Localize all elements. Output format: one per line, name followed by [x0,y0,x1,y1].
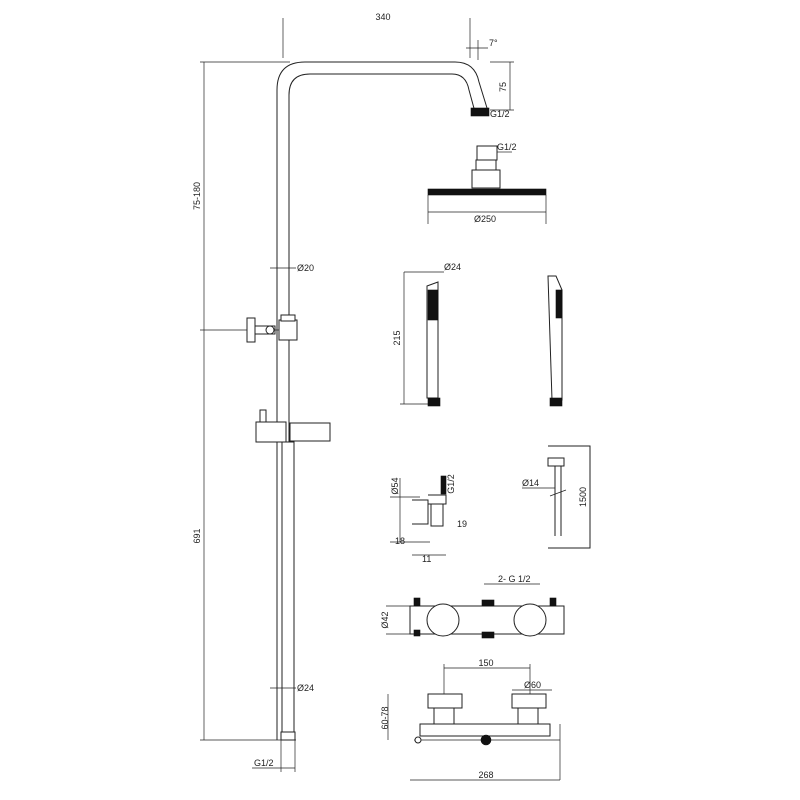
dim-elbow-11: 11 [422,554,431,564]
dim-column-diameter-top: Ø20 [297,263,314,273]
arm-outlet-nut [470,107,490,117]
shower-hose: Ø14 1500 [522,445,591,549]
dim-valve-diameter: Ø42 [380,611,390,628]
dim-arm-thread: G1/2 [490,109,510,119]
overhead-shower-head: G1/2 Ø250 [427,142,547,224]
hand-shower-holder[interactable] [255,409,331,443]
shower-column: 75-180 340 7° 75 G1/2 Ø20 691 [192,12,514,772]
dim-valve-depth: 60-78 [380,706,390,729]
dim-hose-length: 1500 [578,487,588,507]
dim-column-height-lower: 691 [192,528,202,543]
lower-column-tube [281,441,295,733]
hand-shower-side [547,275,563,407]
arm-inner-line [288,73,476,740]
dim-hand-shower-length: 215 [392,330,402,345]
dim-elbow-18: 18 [395,536,405,546]
dim-hose-diameter: Ø14 [522,478,539,488]
column-connector [278,319,298,341]
head-plate [427,188,547,196]
dim-arm-angle: 7° [489,38,498,48]
dim-head-thread: G1/2 [497,142,517,152]
hand-shower-front: Ø24 215 [392,262,461,407]
wall-elbow: Ø54 G1/2 19 18 11 [390,474,467,564]
valve-front-view: 2- G 1/2 Ø42 [380,574,565,639]
dim-hand-shower-diameter: Ø24 [444,262,461,272]
dim-valve-outlets: 2- G 1/2 [498,574,531,584]
inlet-fitting [280,731,296,741]
arm-outer-line [276,61,488,740]
dim-valve-width: 268 [478,770,493,780]
dim-elbow-diameter: Ø54 [390,477,400,494]
dim-arm-drop: 75 [498,82,508,92]
dim-column-height: 75-180 [192,182,202,210]
valve-top-view: 150 Ø60 60-78 268 [380,658,561,781]
diverter-handle[interactable] [246,317,276,343]
dim-inlet-thread: G1/2 [254,758,274,768]
dim-arm-length: 340 [375,12,390,22]
dim-valve-centers: 150 [478,658,493,668]
dim-column-diameter-bottom: Ø24 [297,683,314,693]
dim-valve-escutcheon: Ø60 [524,680,541,690]
dim-elbow-thread: G1/2 [446,474,456,494]
dim-elbow-19: 19 [457,519,467,529]
dim-head-diameter: Ø250 [474,214,496,224]
